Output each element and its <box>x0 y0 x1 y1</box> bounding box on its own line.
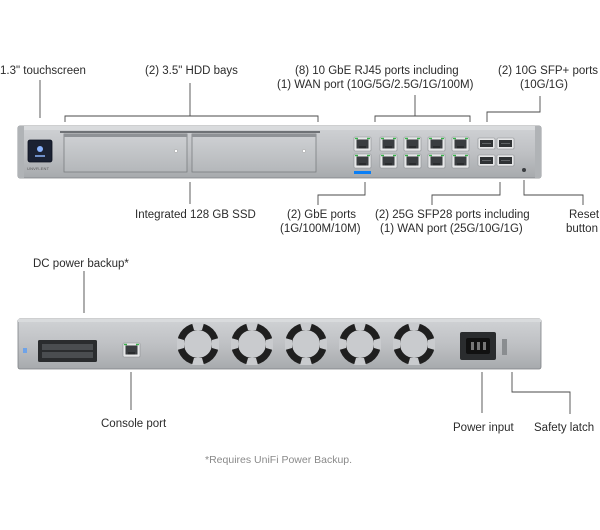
hdd-bay-2 <box>191 133 317 173</box>
footnote: *Requires UniFi Power Backup. <box>205 454 353 466</box>
dc-power-callout: DC power backup* <box>33 258 129 270</box>
safety-latch-callout: Safety latch <box>534 422 595 434</box>
hdd-bay-1 <box>63 133 188 173</box>
reset-button <box>522 168 526 172</box>
sfp28-callout-line2: (1) WAN port (25G/10G/1G) <box>380 223 523 235</box>
gbe-callout-line2: (1G/100M/10M) <box>280 223 361 235</box>
device-label: UNVR-ENT <box>27 166 50 171</box>
sfp-plus-callout-line2: (10G/1G) <box>520 79 568 91</box>
ssd-callout: Integrated 128 GB SSD <box>135 209 256 221</box>
dc-power-connector <box>38 340 97 362</box>
power-inlet <box>460 332 496 360</box>
front-panel <box>17 125 542 179</box>
gbe-ports <box>353 136 372 174</box>
hdd-bays-callout: (2) 3.5" HDD bays <box>145 65 238 77</box>
power-input-callout: Power input <box>453 422 514 434</box>
touchscreen <box>27 139 53 163</box>
console-callout: Console port <box>101 418 167 430</box>
rj45-callout-line2: (1) WAN port (10G/5G/2.5G/1G/100M) <box>277 79 474 91</box>
reset-callout-line1: Reset <box>569 209 600 221</box>
rear-panel <box>17 318 542 370</box>
sfp28-callout-line1: (2) 25G SFP28 ports including <box>375 209 530 221</box>
touchscreen-callout: 1.3" touchscreen <box>0 65 86 77</box>
console-port <box>122 342 141 358</box>
gbe-callout-line1: (2) GbE ports <box>287 209 357 221</box>
safety-latch <box>502 339 507 355</box>
sfp-plus-callout-line1: (2) 10G SFP+ ports <box>498 65 599 77</box>
callout-lines <box>39 80 584 414</box>
rj45-callout-line1: (8) 10 GbE RJ45 ports including <box>295 65 459 77</box>
reset-callout-line2: button <box>566 223 598 235</box>
